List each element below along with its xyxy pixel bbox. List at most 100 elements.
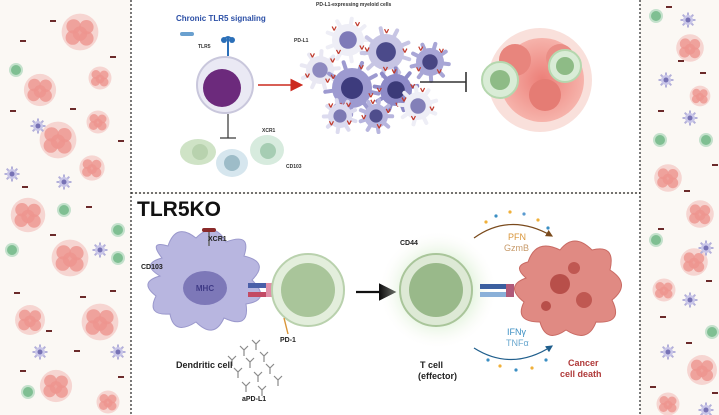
- right-dc-1: [658, 72, 674, 88]
- right-dc-0: [680, 12, 696, 28]
- left-dash-1: [50, 20, 56, 22]
- right-dash-11: [678, 60, 684, 62]
- myeloid-cell-1: [359, 26, 412, 79]
- left-tumor-cluster-10: [96, 390, 120, 414]
- left-dash-2: [110, 56, 116, 58]
- right-tumor-cluster-0: [676, 34, 704, 62]
- antibody-8: [257, 385, 267, 396]
- pfn-label: PFN: [508, 232, 526, 242]
- apdl1-label: aPD-L1: [242, 396, 267, 403]
- naive-t-cell: [271, 253, 345, 327]
- antibody-3: [259, 351, 269, 362]
- granule-dots: [484, 210, 550, 372]
- left-dc-5: [4, 166, 20, 182]
- left-dash-9: [110, 290, 116, 292]
- myeloid-cell-6: [397, 85, 439, 127]
- left-dash-6: [22, 186, 28, 188]
- tlr5-label: TLR5: [198, 44, 211, 50]
- right-dash-8: [686, 342, 692, 344]
- right-dash-6: [706, 280, 712, 282]
- xcr1-label-bottom: XCR1: [208, 236, 227, 243]
- right-dash-2: [658, 110, 664, 112]
- antibody-1: [251, 339, 261, 350]
- tlr5-receptor-icon: [221, 36, 235, 56]
- tnfa-label: TNFα: [506, 338, 529, 348]
- right-background-cells: [649, 6, 719, 415]
- granule-dot-0: [484, 220, 488, 224]
- right-tumor-cluster-3: [680, 248, 708, 276]
- left-dc-0: [30, 118, 46, 134]
- anti-pdl1-antibodies: [227, 339, 283, 396]
- granule-dot-6: [486, 358, 490, 362]
- left-dash-4: [70, 108, 76, 110]
- myeloid-title: PD-L1-expressing myeloid cells: [316, 2, 392, 8]
- antibody-6: [265, 363, 275, 374]
- right-dash-0: [666, 6, 672, 8]
- cd103-label-top: CD103: [286, 164, 302, 170]
- cancer-label: Cancer: [568, 358, 599, 368]
- left-dc-1: [92, 242, 108, 258]
- flagellin-icon: [180, 32, 194, 36]
- left-tcell-5: [57, 203, 71, 217]
- right-tumor-cluster-6: [656, 392, 680, 415]
- left-dc-2: [56, 174, 72, 190]
- left-dash-7: [86, 206, 92, 208]
- right-tumor-cluster-7: [689, 85, 711, 107]
- svg-text:MHC: MHC: [196, 284, 214, 293]
- xcr1-dendritic-cells: [180, 135, 284, 177]
- right-tumor-cluster-4: [652, 278, 676, 302]
- right-tcell-4: [653, 133, 667, 147]
- left-dash-11: [80, 296, 86, 298]
- myeloid-cell-5: [409, 41, 451, 83]
- ifng-label: IFNγ: [507, 327, 526, 337]
- myeloid-cell-7: [358, 98, 395, 135]
- right-dash-1: [700, 72, 706, 74]
- antibody-7: [241, 381, 251, 392]
- gzmb-label: GzmB: [504, 243, 530, 253]
- myeloid-cell-2: [299, 49, 341, 91]
- right-dc-5: [660, 344, 676, 360]
- tumor-mass: [481, 28, 592, 132]
- granule-dot-8: [514, 368, 518, 372]
- left-dc-3: [110, 344, 126, 360]
- left-tcell-0: [9, 63, 23, 77]
- left-dash-10: [14, 292, 20, 294]
- antibody-10: [273, 375, 283, 386]
- right-tcell-3: [705, 325, 719, 339]
- granule-dot-3: [522, 212, 526, 216]
- antigen-presentation-interface: [248, 283, 272, 297]
- antibody-5: [253, 371, 263, 382]
- left-dash-5: [118, 140, 124, 142]
- left-dash-12: [46, 330, 52, 332]
- left-dash-3: [10, 110, 16, 112]
- left-dash-15: [20, 370, 26, 372]
- pd1-label: PD-1: [280, 337, 296, 344]
- left-tumor-cluster-9: [39, 369, 73, 403]
- granule-dot-5: [546, 226, 550, 230]
- right-dash-7: [660, 316, 666, 318]
- left-tumor-cluster-8: [81, 303, 119, 341]
- left-tumor-cluster-4: [10, 197, 46, 233]
- left-dash-8: [50, 234, 56, 236]
- right-dc-4: [682, 292, 698, 308]
- left-tumor-cluster-7: [15, 305, 45, 335]
- right-dc-6: [698, 402, 714, 415]
- tcell-effector-label: (effector): [418, 371, 458, 381]
- pfn-arc: [473, 223, 554, 239]
- granule-dot-1: [494, 214, 498, 218]
- antibody-2: [245, 357, 255, 368]
- cancer-death-label: cell death: [560, 369, 602, 379]
- left-tumor-cluster-1: [23, 73, 57, 107]
- pd1-pointer: [283, 317, 289, 335]
- dendritic-cell: MHC: [147, 229, 262, 331]
- cd44-label: CD44: [400, 240, 418, 247]
- right-dash-3: [712, 164, 718, 166]
- right-tumor-cluster-1: [654, 164, 682, 192]
- granule-dot-9: [530, 366, 534, 370]
- antibody-0: [239, 345, 249, 356]
- right-tcell-2: [649, 233, 663, 247]
- dendritic-label: Dendritic cell: [176, 360, 233, 370]
- left-tcell-4: [111, 251, 125, 265]
- effector-t-cell: [380, 232, 496, 348]
